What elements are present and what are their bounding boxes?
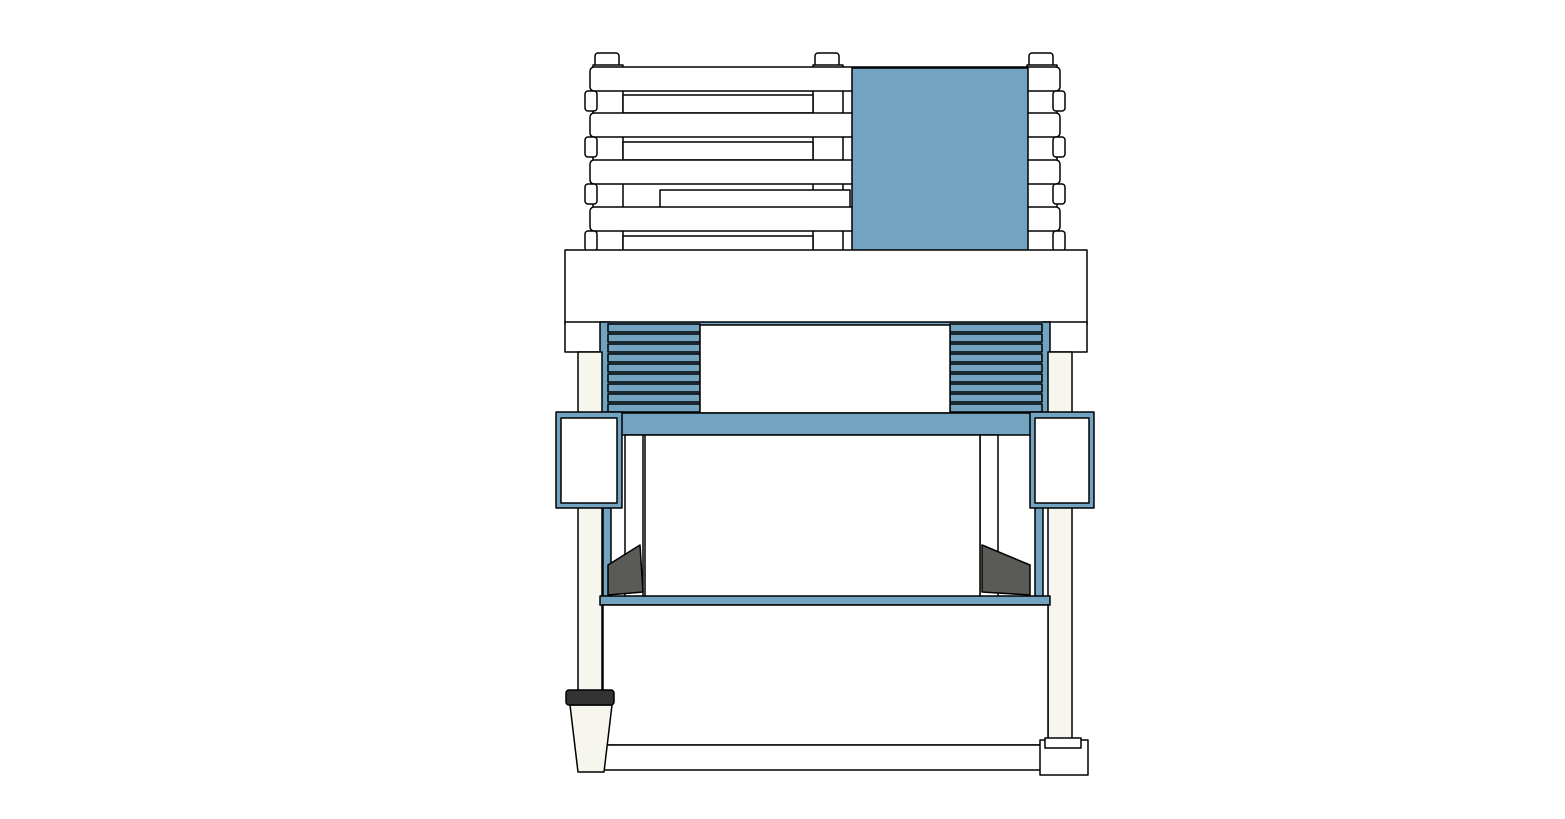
blue-slat-line xyxy=(607,333,701,343)
blue-slat-line xyxy=(607,373,701,383)
rack-slat-end-right xyxy=(1052,90,1066,112)
cup-rim xyxy=(565,689,615,706)
blue-slat-line xyxy=(949,373,1043,383)
rack-slat-end-left xyxy=(584,90,598,112)
rack-slat-end-right xyxy=(1052,136,1066,158)
lower-white-panel xyxy=(602,604,1049,746)
blue-slat-line xyxy=(607,363,701,373)
rack-slat-end-right xyxy=(1052,230,1066,252)
blue-slat-line xyxy=(607,323,701,333)
blue-slat-line xyxy=(607,353,701,363)
rack-back-rail xyxy=(622,94,814,114)
cup-body xyxy=(569,704,613,773)
blue-slat-line xyxy=(949,383,1043,393)
right-post xyxy=(1047,351,1073,746)
rack-slat-end-left xyxy=(584,183,598,205)
blue-slat-line xyxy=(607,343,701,353)
left-shadow-wedge xyxy=(607,544,644,596)
right-side-panel-inner xyxy=(1034,417,1090,504)
blue-slat-line xyxy=(949,403,1043,413)
bottom-rail xyxy=(602,744,1044,771)
rack-back-rail xyxy=(659,189,851,209)
right-foot-top xyxy=(1044,737,1082,749)
left-side-panel-inner xyxy=(560,417,618,504)
blue-slat-line xyxy=(949,323,1043,333)
blue-slat-line xyxy=(949,353,1043,363)
blue-crossbar xyxy=(599,412,1051,436)
blue-slat-line xyxy=(949,393,1043,403)
left-post xyxy=(577,351,603,693)
rack-back-rail xyxy=(622,141,814,161)
inner-back-panel xyxy=(644,434,981,598)
blue-bottom-bar xyxy=(599,595,1051,606)
center-white-box xyxy=(699,324,951,414)
upper-block xyxy=(564,249,1088,326)
blue-slat-line xyxy=(607,383,701,393)
blue-slat-line xyxy=(607,403,701,413)
blue-slat-line xyxy=(607,393,701,403)
blue-slat-line xyxy=(949,343,1043,353)
blue-slat-line xyxy=(949,363,1043,373)
rack-slat-end-left xyxy=(584,136,598,158)
rack-slat-end-right xyxy=(1052,183,1066,205)
blue-slat-line xyxy=(949,333,1043,343)
rack-slat-end-left xyxy=(584,230,598,252)
right-shadow-wedge xyxy=(981,544,1031,596)
